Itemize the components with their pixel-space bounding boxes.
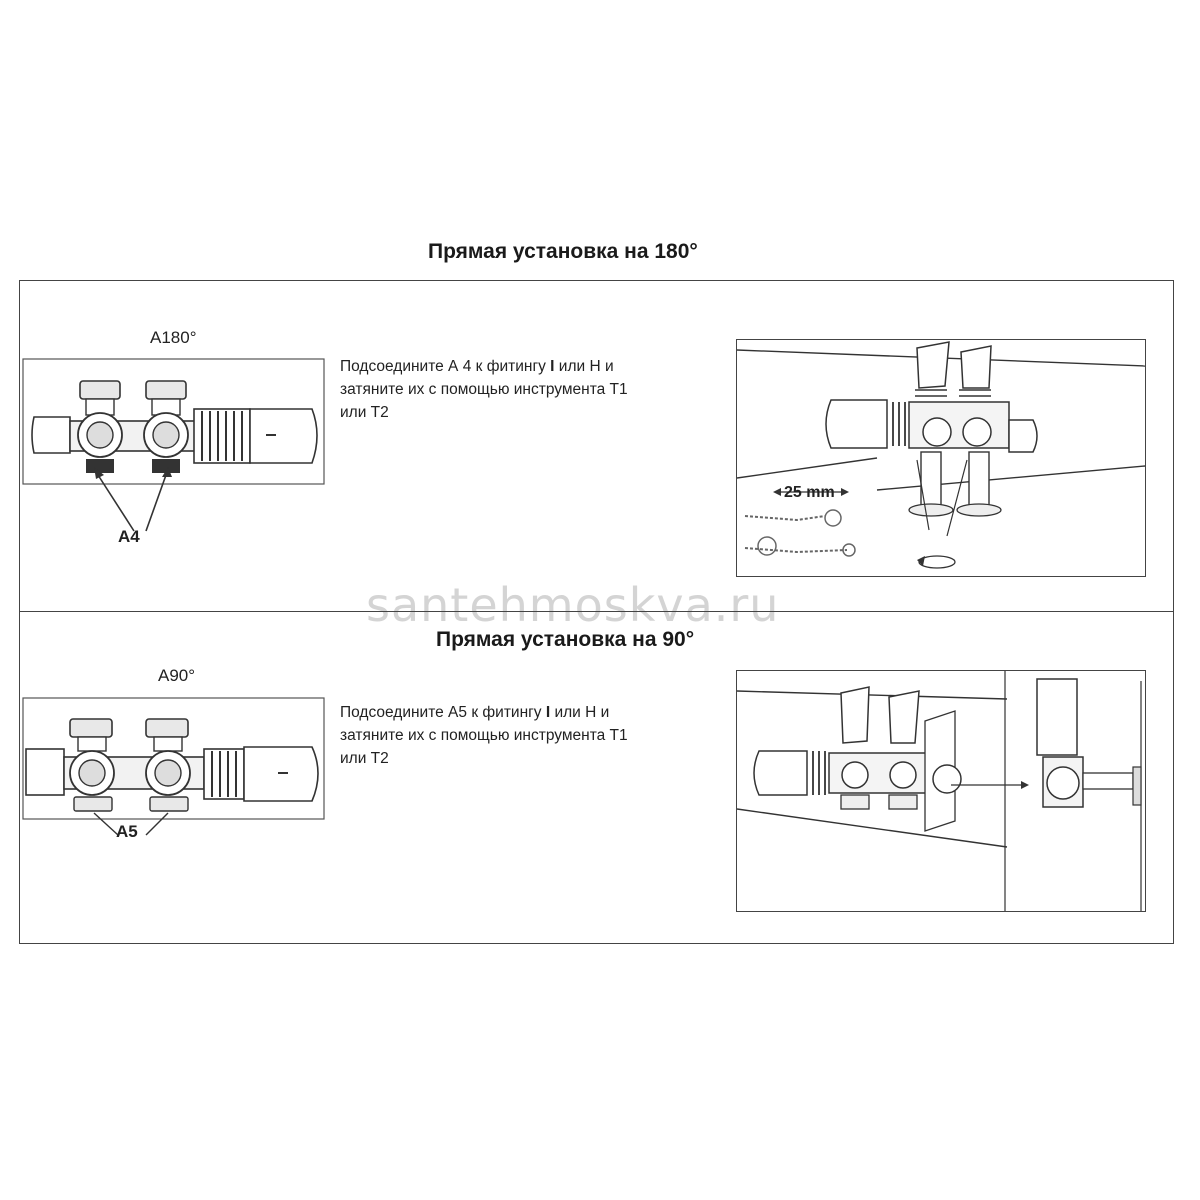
instruction-180: Подсоедините А 4 к фитингу I или Н и зат… [340,355,720,424]
instruction-90-line3: или Т2 [340,750,389,767]
watermark: santehmoskva.ru [366,578,780,632]
angle-label-90: A90° [158,666,196,685]
dimension-label-25mm: 25 mm [784,484,835,501]
instruction-90: Подсоедините А5 к фитингу I или Н и затя… [340,701,720,770]
valve-90-svg [22,697,325,836]
install-image-90 [736,670,1146,912]
part-label-a5: A5 [116,822,138,841]
instruction-180-line2: затяните их с помощью инструмента Т1 [340,381,628,398]
instruction-180-line1: Подсоедините А 4 к фитингу I или Н и [340,358,614,375]
valve-180-svg [22,358,325,532]
angle-label-180: A180° [150,328,197,347]
install-image-180 [736,339,1146,577]
part-label-a4: A4 [118,527,140,546]
valve-diagram-180 [22,355,327,545]
instruction-180-line3: или Т2 [340,404,389,421]
instruction-90-line1: Подсоедините А5 к фитингу I или Н и [340,704,610,721]
valve-diagram-90 [22,695,327,845]
install-90-svg [736,671,1142,911]
section-title-90: Прямая установка на 90° [436,628,695,651]
install-180-svg [736,341,1146,569]
section-frame-90 [19,611,1174,944]
instruction-90-line2: затяните их с помощью инструмента Т1 [340,727,628,744]
section-title-180: Прямая установка на 180° [428,240,698,263]
